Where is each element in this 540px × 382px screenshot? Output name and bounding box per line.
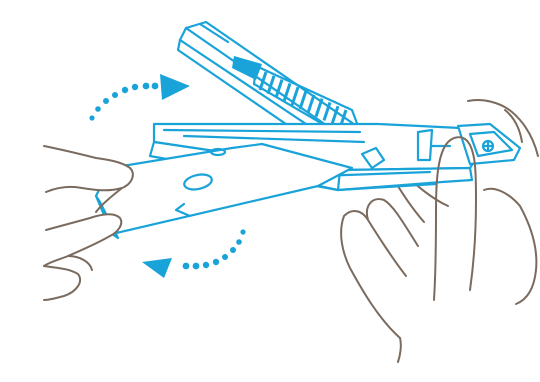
left-hand-lower-fingers: [43, 187, 123, 301]
blade-segment-line: [306, 94, 316, 114]
blade-segment-line: [322, 101, 332, 121]
blade-segment-line: [314, 98, 324, 118]
blade-segment-line: [258, 71, 268, 91]
lock-icon-shackle: [482, 140, 494, 152]
arrow-dot: [182, 262, 190, 270]
arrow-dot: [95, 106, 101, 112]
arrow-dot: [89, 115, 95, 121]
arrow-dot: [202, 261, 210, 269]
arrow-dot: [192, 262, 200, 270]
slider-tab: [174, 202, 192, 218]
body-slot-marks: [416, 128, 452, 162]
rotate-open-arrow-head: [160, 74, 190, 100]
blade-segment-line: [282, 82, 292, 102]
left-hand: [43, 145, 134, 301]
arrow-dot: [212, 258, 220, 266]
arrow-dot: [112, 92, 118, 98]
right-hand-palm: [340, 175, 538, 363]
arrow-dot: [236, 239, 242, 245]
rotate-open-arrow: [89, 74, 190, 121]
left-hand-upper-finger: [43, 145, 134, 193]
arrow-dot: [103, 98, 109, 104]
arrow-dot: [142, 82, 150, 90]
blade-segment-line: [290, 86, 300, 106]
arrow-dot: [240, 229, 246, 235]
arrow-dot: [230, 247, 236, 253]
left-hand-thumb: [43, 213, 123, 267]
arrow-dot: [121, 86, 129, 94]
blade-segment-line: [266, 75, 276, 95]
arrow-dot: [222, 254, 228, 260]
slider-plate: [94, 142, 354, 236]
blade-segment-line: [330, 105, 340, 125]
rotate-open-arrow-dots: [89, 82, 159, 121]
rotate-close-arrow-head: [142, 258, 172, 278]
blade-segments: [258, 71, 348, 129]
rotate-close-arrow-dots: [182, 229, 246, 270]
arrow-dot: [151, 82, 159, 90]
blade-segment-line: [274, 79, 284, 99]
lock-slider-button: [468, 130, 514, 158]
slider-hole: [183, 173, 213, 191]
right-hand-thumb: [433, 136, 477, 301]
blade-cartridge-slider: [94, 142, 354, 240]
blade-segment-line: [298, 90, 308, 110]
arrow-dot: [131, 83, 139, 91]
rotate-close-arrow: [142, 229, 246, 278]
slider-rivet: [209, 147, 227, 157]
hinge-cap: [360, 146, 386, 170]
